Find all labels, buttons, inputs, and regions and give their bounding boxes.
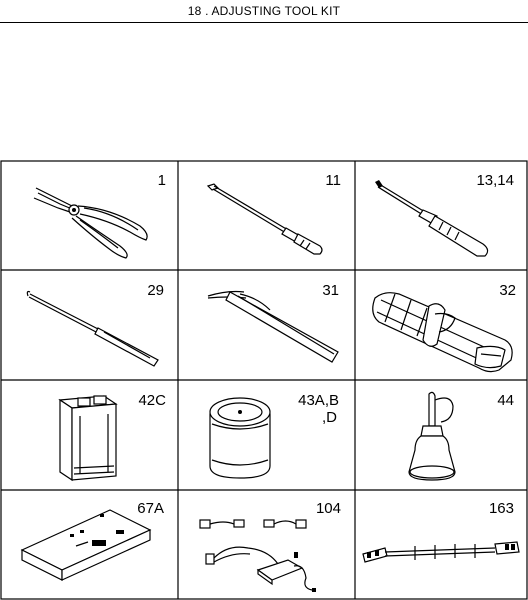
tool-cell-43: 43A,B ,D: [178, 380, 355, 490]
title-divider: [0, 22, 528, 23]
tool-number: 32: [499, 282, 516, 299]
tool-cell-67a: 67A: [0, 490, 178, 600]
oiler-bottle-icon: [408, 391, 456, 481]
tool-number: 67A: [137, 500, 164, 517]
tool-number: 31: [322, 282, 339, 299]
grease-jar-icon: [209, 397, 271, 479]
tool-number: 1: [157, 172, 166, 189]
screwdriver-icon: [375, 180, 489, 257]
long-screwdriver-icon: [206, 183, 323, 255]
tool-grid: 1 11 13,14: [0, 160, 528, 600]
electronic-tester-icon: [20, 509, 152, 581]
hook-tool-icon: [26, 290, 159, 367]
cable-icon: [362, 541, 520, 563]
tool-number: 11: [325, 172, 341, 189]
wiring-harness-icon: [199, 519, 316, 592]
page-title: 18 . ADJUSTING TOOL KIT: [187, 4, 341, 18]
tool-cell-42c: 42C: [0, 380, 178, 490]
tool-number-line2: ,D: [322, 409, 337, 426]
tool-number: 29: [147, 282, 164, 299]
oil-can-icon: [58, 395, 118, 482]
tool-cell-163: 163: [355, 490, 528, 600]
tool-roll-icon: [372, 292, 513, 373]
tool-cell-104: 104: [178, 490, 355, 600]
tool-cell-13-14: 13,14: [355, 160, 528, 270]
tool-cell-11: 11: [178, 160, 355, 270]
tool-cell-32: 32: [355, 270, 528, 380]
tool-number: 13,14: [476, 172, 514, 189]
tool-number: 104: [315, 500, 341, 517]
grid-lines: [0, 160, 528, 600]
tool-number: 43A,B: [298, 392, 339, 409]
tool-number: 163: [488, 500, 514, 517]
tool-cell-44: 44: [355, 380, 528, 490]
tool-cell-1: 1: [0, 160, 178, 270]
tool-cell-29: 29: [0, 270, 178, 380]
tweezers-icon: [207, 290, 339, 363]
tool-number: 44: [497, 392, 514, 409]
tool-cell-31: 31: [178, 270, 355, 380]
pliers-icon: [33, 187, 148, 259]
tool-number: 42C: [138, 392, 166, 409]
